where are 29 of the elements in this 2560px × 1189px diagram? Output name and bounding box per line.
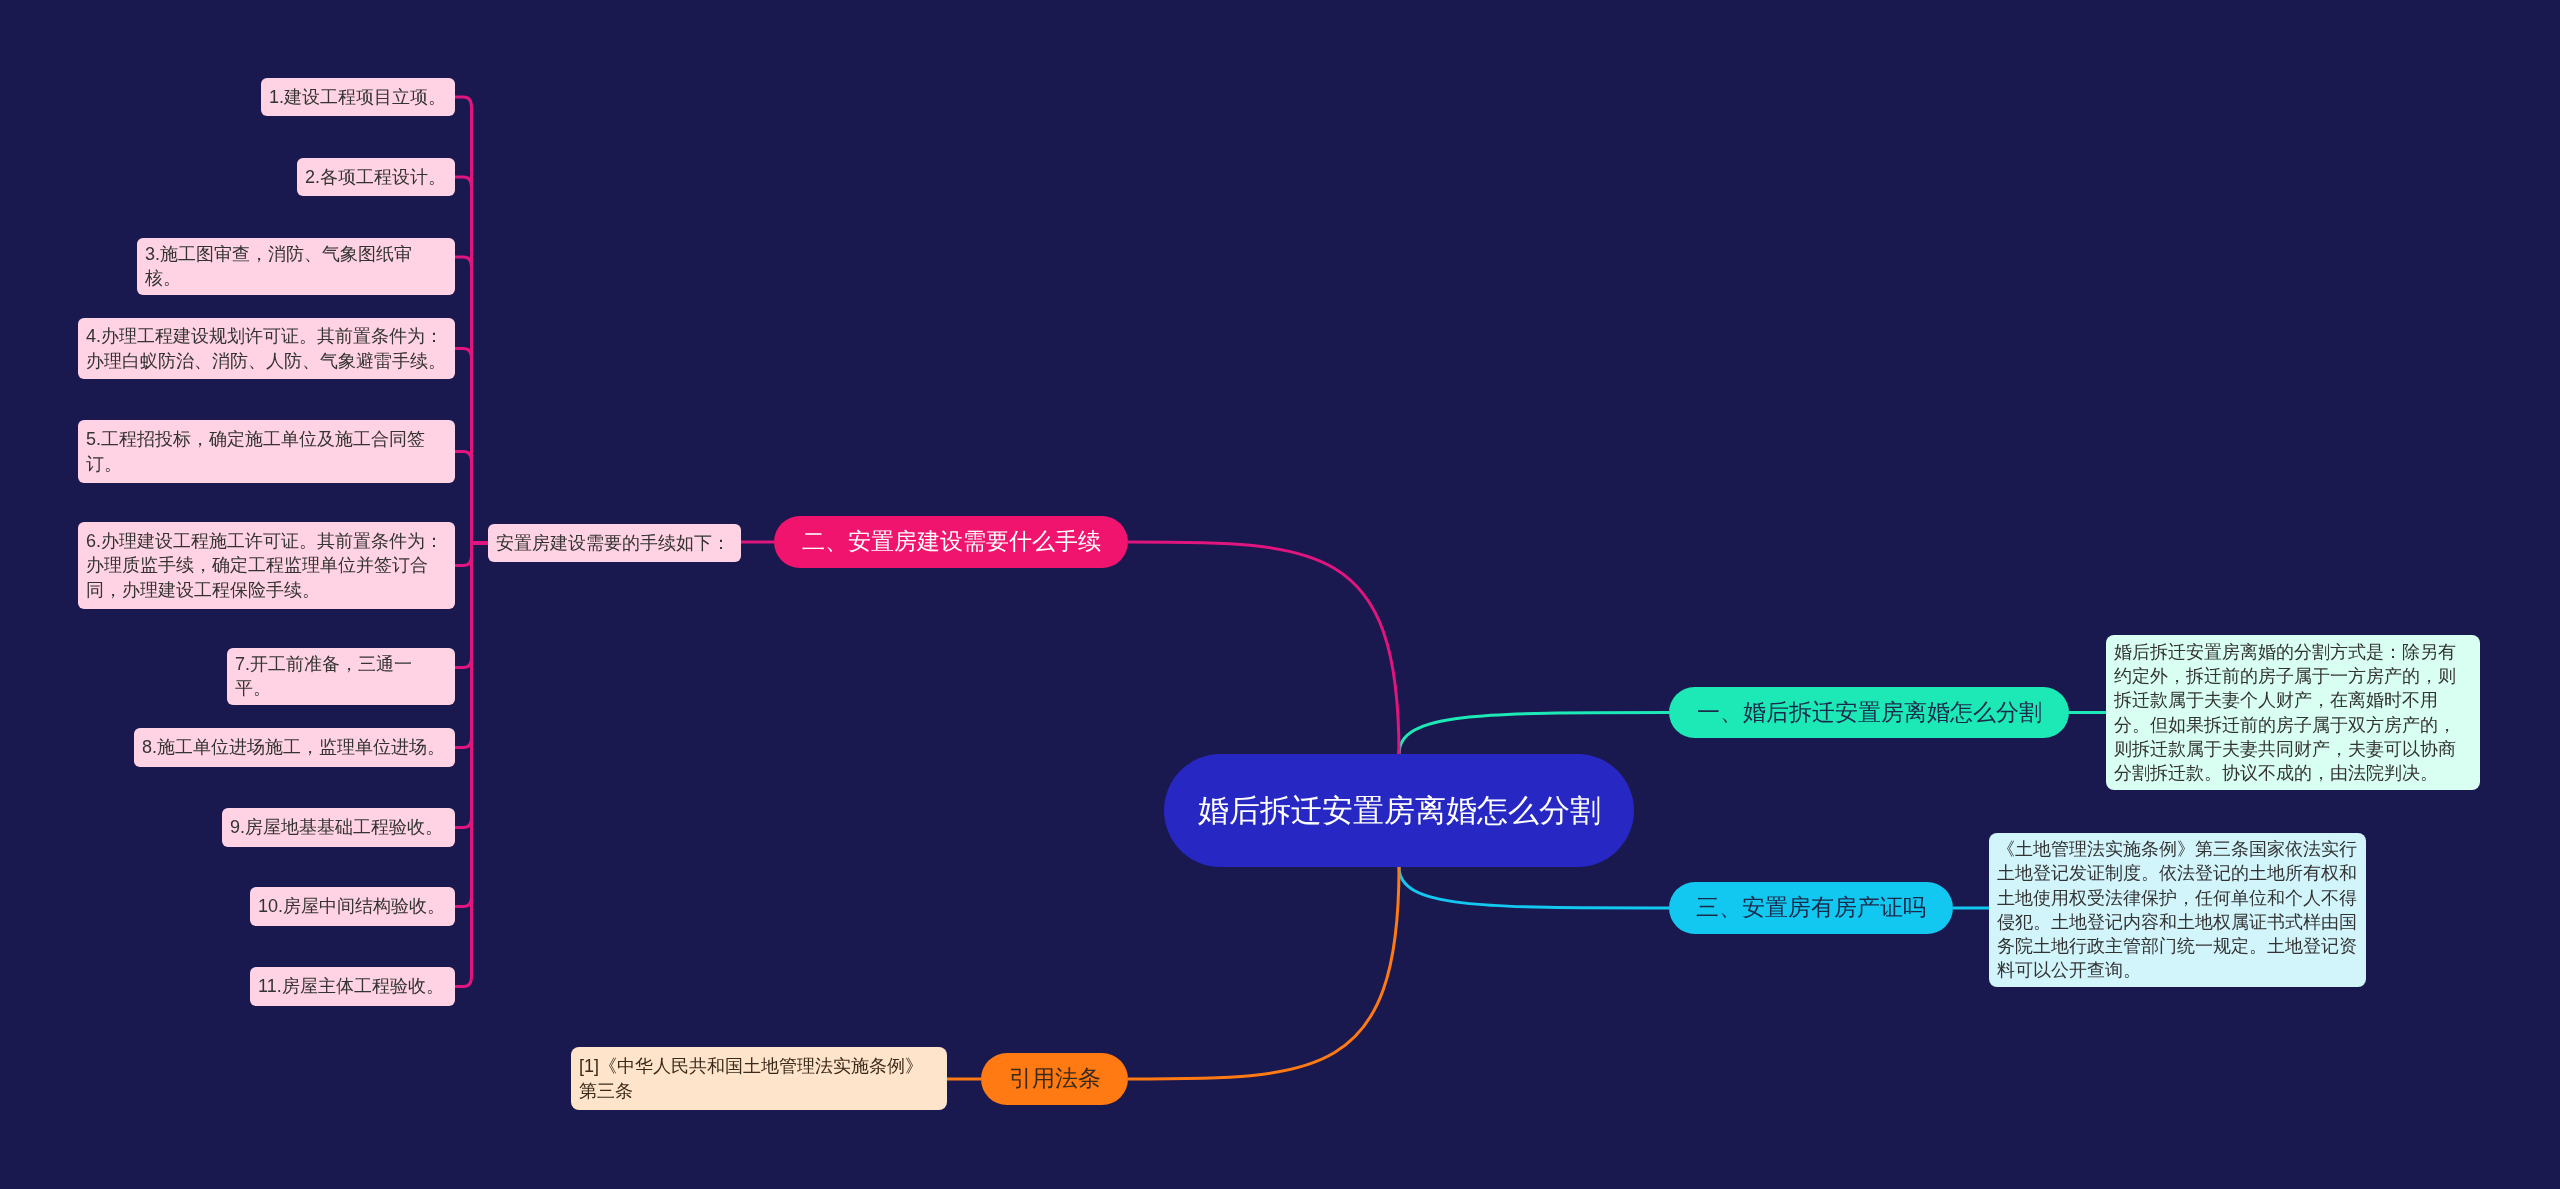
step-box: 11.房屋主体工程验收。 [250, 967, 455, 1006]
connector-line [1397, 866, 1669, 910]
subtopic-box: 安置房建设需要的手续如下： [488, 524, 741, 562]
step-box: 10.房屋中间结构验收。 [250, 887, 455, 926]
step-box: 2.各项工程设计。 [297, 158, 455, 196]
connector-line [947, 1077, 981, 1081]
topic-box: 引用法条 [981, 1053, 1128, 1105]
connector-line [455, 541, 488, 988]
connector-line [741, 540, 774, 544]
connector-line [1953, 906, 1989, 910]
note-box: 婚后拆迁安置房离婚的分割方式是：除另有约定外，拆迁前的房子属于一方房产的，则拆迁款属于夫妻个人财产，在离婚时不用分。但如果拆迁前的房子属于双方房产的，则拆迁款属于夫妻共同财产，夫妻可以协商分割拆迁款。协议不成的，由法院判决。 [2106, 635, 2480, 790]
step-box: 1.建设工程项目立项。 [261, 78, 455, 116]
topic-box: 三、安置房有房产证吗 [1669, 882, 1953, 934]
note-box: 《土地管理法实施条例》第三条国家依法实行土地登记发证制度。依法登记的土地所有权和土地使用权受法律保护，任何单位和个人不得侵犯。土地登记内容和土地权属证书式样由国务院土地行政主管部门统一规定。土地登记资料可以公开查询。 [1989, 833, 2366, 987]
note-box: [1]《中华人民共和国土地管理法实施条例》第三条 [571, 1047, 947, 1110]
step-box: 4.办理工程建设规划许可证。其前置条件为：办理白蚁防治、消防、人防、气象避雷手续。 [78, 318, 455, 379]
connector-line [1128, 540, 1401, 755]
step-box: 3.施工图审查，消防、气象图纸审核。 [137, 238, 455, 295]
connector-line [1128, 866, 1401, 1081]
step-box: 6.办理建设工程施工许可证。其前置条件为：办理质监手续，确定工程监理单位并签订合同，办理建设工程保险手续。 [78, 522, 455, 609]
topic-box: 一、婚后拆迁安置房离婚怎么分割 [1669, 687, 2069, 738]
connector-line [1397, 711, 1669, 755]
topic-box: 二、安置房建设需要什么手续 [774, 516, 1128, 568]
step-box: 5.工程招投标，确定施工单位及施工合同签订。 [78, 420, 455, 483]
central-topic: 婚后拆迁安置房离婚怎么分割 [1164, 754, 1634, 867]
connector-line [2069, 711, 2106, 714]
step-box: 8.施工单位进场施工，监理单位进场。 [134, 728, 455, 767]
step-box: 7.开工前准备，三通一平。 [227, 648, 455, 705]
step-box: 9.房屋地基基础工程验收。 [222, 808, 455, 847]
